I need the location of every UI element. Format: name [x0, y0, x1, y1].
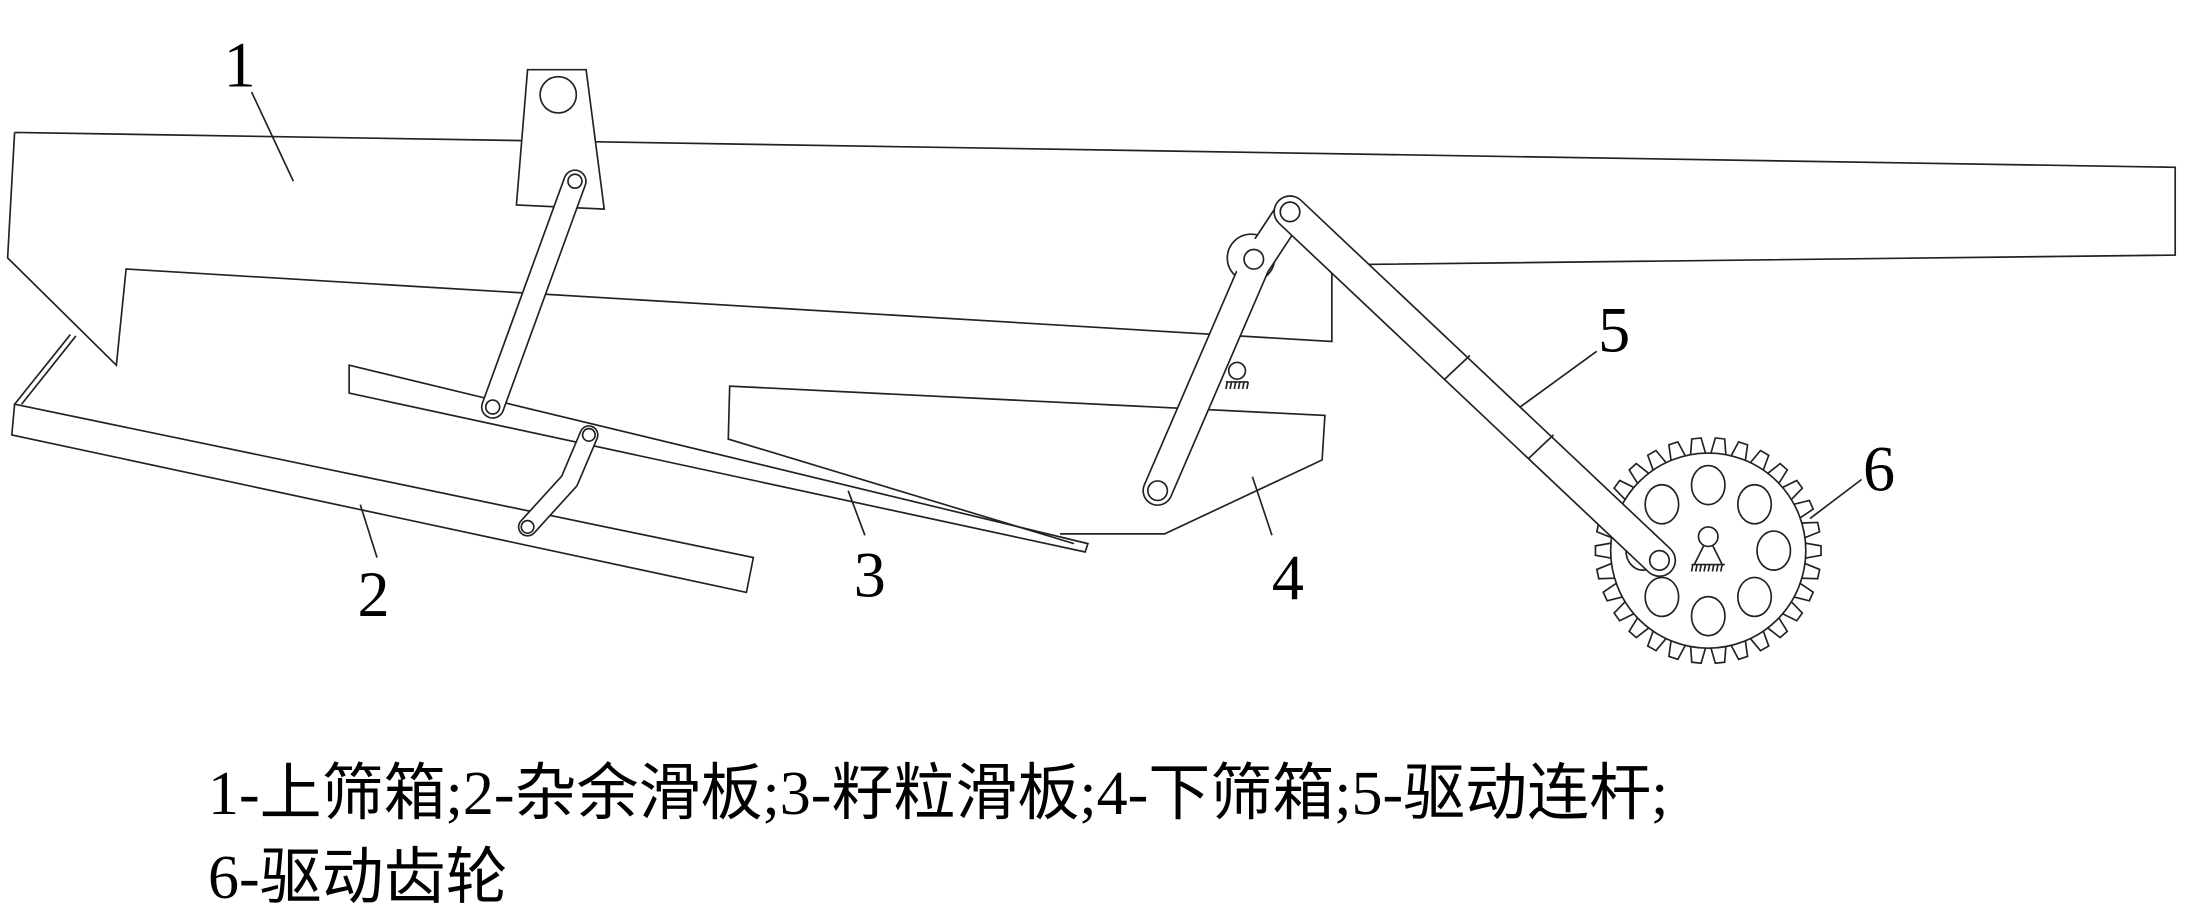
label-5: 5: [1598, 294, 1630, 365]
trash-slide-plate: [10, 334, 755, 594]
gear-hole: [1644, 576, 1680, 618]
gear-hole: [1644, 483, 1680, 525]
upper-sieve-box: [6, 131, 2177, 368]
caption-line-2: 6-驱动齿轮: [208, 844, 508, 912]
hanger-link: [480, 169, 587, 419]
gear-center-pin: [1697, 526, 1719, 548]
drive-link: [1273, 195, 1677, 578]
label-6: 6: [1863, 434, 1895, 505]
label-4: 4: [1272, 542, 1304, 613]
rocker-lever: [1142, 196, 1306, 506]
gear-hole: [1736, 483, 1773, 525]
gear-hole: [1736, 576, 1773, 618]
ground-hatch-icon: [1690, 564, 1723, 572]
label-3: 3: [854, 540, 886, 611]
lower-sieve-box: [727, 385, 1326, 545]
caption-line-1: 1-上筛箱;2-杂余滑板;3-籽粒滑板;4-下筛箱;5-驱动连杆;: [208, 760, 1669, 828]
gear-body: [1609, 452, 1807, 650]
part-labels: 1 2 3 4 5 6: [224, 29, 1895, 630]
label-2: 2: [358, 559, 390, 630]
gear-hole: [1690, 595, 1726, 637]
label-1: 1: [224, 29, 256, 100]
gear-hole: [1690, 464, 1726, 506]
grain-slide-plate: [348, 364, 1090, 553]
connecting-link: [517, 425, 599, 537]
gear-hole: [1756, 530, 1792, 571]
